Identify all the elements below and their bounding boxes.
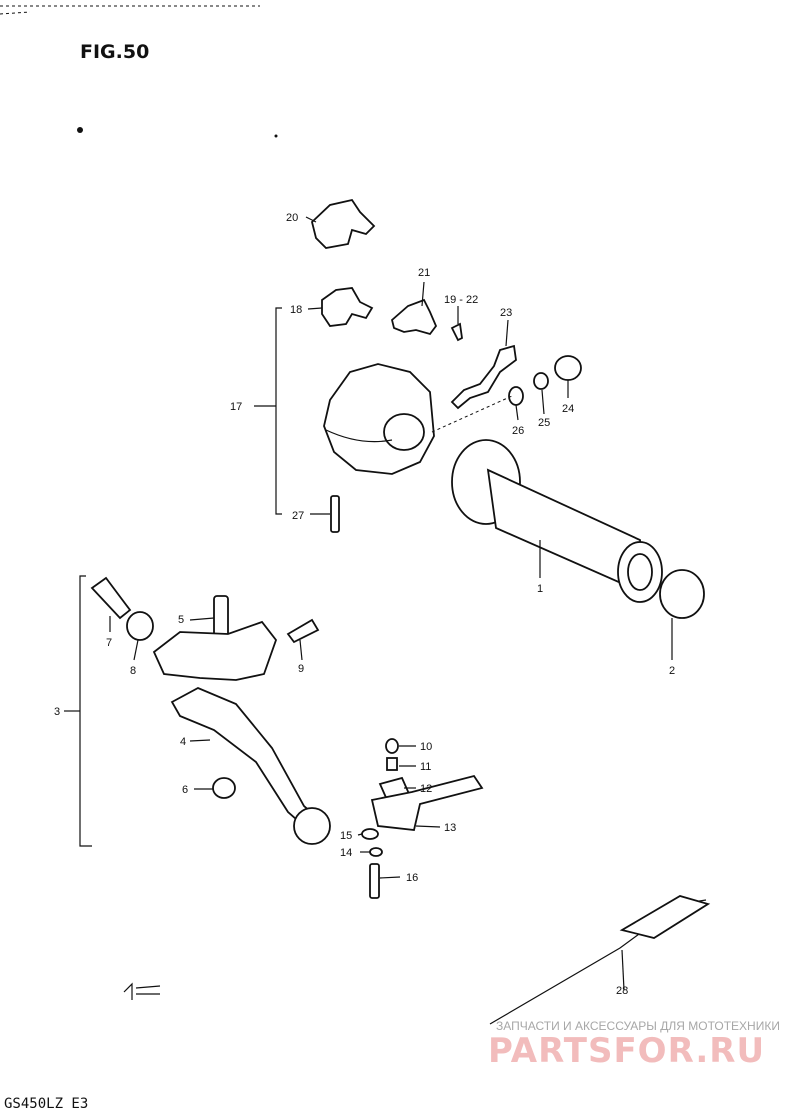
callout-labels: 1 2 3 4 5 6 7 8 9 10 11 12 13 14 15 16 1…: [54, 212, 675, 997]
part-17-switch-housing: [323, 363, 435, 475]
watermark: ЗАПЧАСТИ И АКСЕССУАРЫ ДЛЯ МОТОТЕХНИКИ PA…: [488, 1019, 780, 1071]
callout-6: 6: [182, 784, 188, 796]
callout-28: 28: [616, 985, 628, 997]
bracket-17: [275, 307, 282, 515]
callout-23: 23: [500, 307, 512, 319]
watermark-logo: PARTSFOR.RU: [488, 1031, 765, 1071]
figure-title: FIG.50: [80, 41, 149, 63]
part-15-washer: [361, 828, 379, 840]
callout-10: 10: [420, 741, 432, 753]
callout-15: 15: [340, 830, 352, 842]
callout-4: 4: [180, 736, 186, 748]
callout-27: 27: [292, 510, 304, 522]
callout-18: 18: [290, 304, 302, 316]
part-10-screw: [385, 738, 399, 754]
scan-noise: [0, 5, 278, 138]
part-28-throttle-cable: [489, 895, 711, 1025]
part-4-brake-lever: [170, 687, 331, 845]
callout-14: 14: [340, 847, 352, 859]
leader-lines: [64, 216, 673, 991]
part-16-screw: [369, 863, 380, 899]
part-20-clamp-cover: [310, 198, 376, 249]
callout-11: 11: [420, 761, 431, 773]
axis-dash-upper: [431, 395, 513, 433]
callout-12: 12: [420, 783, 432, 795]
part-24-cap: [554, 355, 582, 381]
callout-19-22: 19 - 22: [444, 294, 478, 306]
callout-5: 5: [178, 614, 184, 626]
part-6-nut: [212, 777, 236, 799]
callout-13: 13: [444, 822, 456, 834]
part-18-clamp-cover: [321, 287, 374, 327]
callout-17: 17: [230, 401, 242, 413]
part-27-screw: [330, 495, 340, 533]
callout-2: 2: [669, 665, 675, 677]
callout-1: 1: [537, 583, 543, 595]
callout-25: 25: [538, 417, 550, 429]
part-13-brake-light-switch: [370, 774, 484, 831]
callout-9: 9: [298, 663, 304, 675]
model-code: GS450LZ E3: [4, 1096, 88, 1112]
scan-mark-bottom-left: [123, 982, 161, 1000]
part-3-lever-holder: [152, 620, 278, 681]
part-11-spring: [386, 757, 398, 771]
part-14-washer: [369, 847, 383, 857]
callout-3: 3: [54, 706, 60, 718]
callout-20: 20: [286, 212, 298, 224]
part-2-grip-end: [659, 569, 705, 619]
callout-24: 24: [562, 403, 574, 415]
part-23-throttle-cable-arm: [450, 344, 517, 410]
part-8-washer: [126, 611, 154, 641]
part-1-throttle-grip: [451, 439, 663, 603]
callout-26: 26: [512, 425, 524, 437]
watermark-tagline: ЗАПЧАСТИ И АКСЕССУАРЫ ДЛЯ МОТОТЕХНИКИ: [496, 1019, 780, 1033]
callout-16: 16: [406, 872, 418, 884]
part-19-22-screw: [450, 322, 463, 342]
callout-7: 7: [106, 637, 112, 649]
callout-8: 8: [130, 665, 136, 677]
callout-21: 21: [418, 267, 430, 279]
bracket-3: [79, 575, 92, 847]
part-7-bolt: [90, 576, 132, 620]
part-9-screw: [286, 618, 320, 644]
part-25-nut: [533, 372, 549, 390]
part-21-bracket: [390, 298, 438, 336]
